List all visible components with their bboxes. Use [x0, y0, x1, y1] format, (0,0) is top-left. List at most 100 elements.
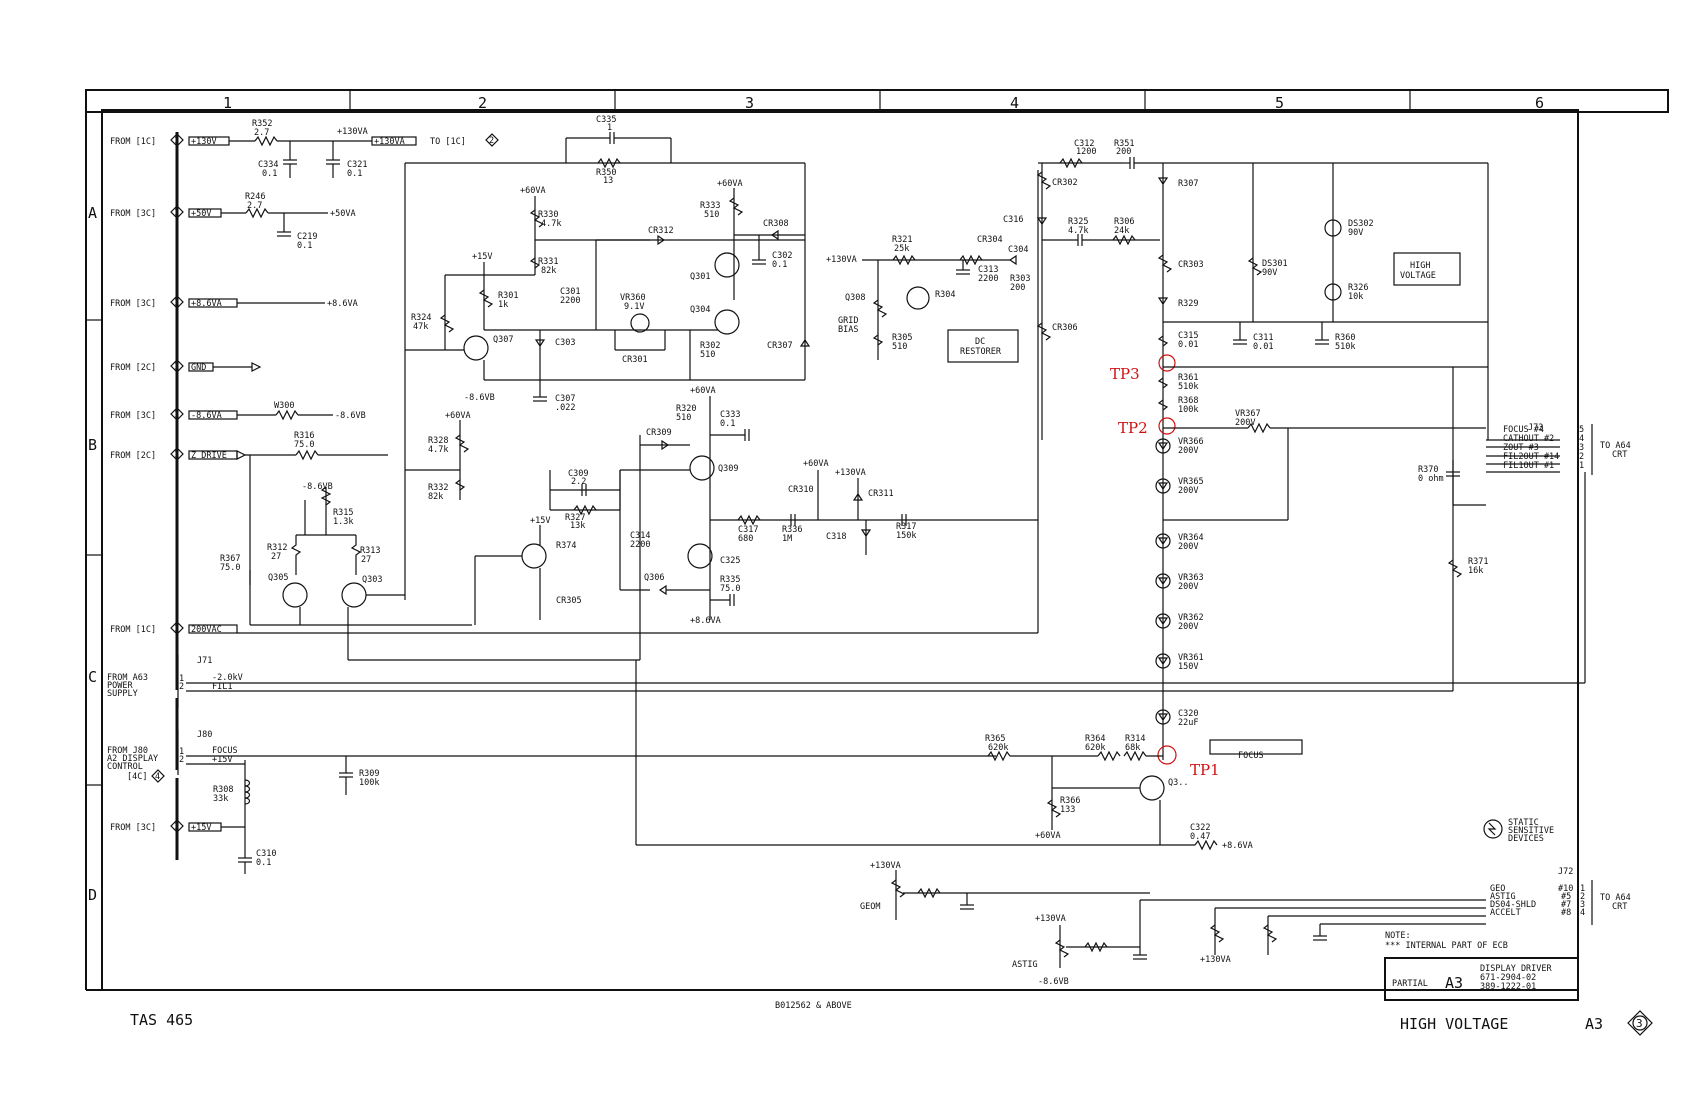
svg-text:+50VA: +50VA	[330, 209, 356, 219]
svg-text:FOCUS: FOCUS	[212, 746, 238, 756]
svg-text:-8.6VB: -8.6VB	[464, 393, 495, 403]
svg-text:Q306: Q306	[644, 573, 664, 583]
svg-text:671-2904-02: 671-2904-02	[1480, 973, 1536, 983]
svg-text:2.2: 2.2	[571, 477, 586, 487]
svg-text:Q303: Q303	[362, 575, 382, 585]
svg-text:R306: R306	[1114, 217, 1134, 227]
svg-text:R329: R329	[1178, 299, 1198, 309]
svg-text:FROM [1C]: FROM [1C]	[110, 137, 156, 147]
svg-text:2200: 2200	[978, 274, 998, 284]
svg-text:FOCUS #4: FOCUS #4	[1503, 425, 1544, 435]
note-text: *** INTERNAL PART OF ECB	[1385, 941, 1508, 951]
svg-text:DS04-SHLD: DS04-SHLD	[1490, 900, 1536, 910]
svg-text:-8.6VB: -8.6VB	[302, 482, 333, 492]
svg-text:16k: 16k	[1468, 566, 1483, 576]
svg-text:0.47: 0.47	[1190, 832, 1210, 842]
svg-text:A3: A3	[1445, 974, 1463, 992]
svg-text:CR306: CR306	[1052, 323, 1078, 333]
svg-text:CR304: CR304	[977, 235, 1003, 245]
svg-text:2200: 2200	[560, 296, 580, 306]
input-row-200vac: FROM [1C] 1 200VAC	[110, 170, 1039, 635]
svg-text:ASTIG: ASTIG	[1012, 960, 1038, 970]
svg-text:FIL2OUT #14: FIL2OUT #14	[1503, 452, 1559, 462]
svg-text:C301: C301	[560, 287, 580, 297]
svg-text:STATIC: STATIC	[1508, 818, 1539, 828]
zone-label-4: 4	[1010, 94, 1019, 112]
svg-text:200V: 200V	[1178, 582, 1198, 592]
cr302-stage: C312 1200 R351 200 CR302 C316 R325 4.7k …	[1003, 139, 1488, 440]
svg-text:Z DRIVE: Z DRIVE	[191, 451, 227, 461]
svg-text:R325: R325	[1068, 217, 1088, 227]
svg-text:POWER: POWER	[107, 681, 133, 691]
svg-text:TO A64: TO A64	[1600, 441, 1631, 451]
z-drive-amplifier: -8.6VB R315 1.3k R312 27 R313 27 Q305 Q3…	[220, 162, 805, 661]
svg-text:+60VA: +60VA	[445, 411, 471, 421]
svg-text:+60VA: +60VA	[803, 459, 829, 469]
svg-text:FROM [1C]: FROM [1C]	[110, 625, 156, 635]
row-label-a: A	[88, 204, 97, 222]
svg-text:C322: C322	[1190, 823, 1210, 833]
svg-text:C302: C302	[772, 251, 792, 261]
svg-text:W300: W300	[274, 401, 294, 411]
svg-text:Q309: Q309	[718, 464, 738, 474]
svg-text:GEO: GEO	[1490, 884, 1505, 894]
svg-text:150V: 150V	[1178, 662, 1198, 672]
svg-text:1: 1	[174, 208, 179, 218]
svg-text:FROM [3C]: FROM [3C]	[110, 299, 156, 309]
svg-text:C307: C307	[555, 394, 575, 404]
svg-text:R336: R336	[782, 525, 802, 535]
svg-text:2: 2	[1579, 452, 1584, 462]
svg-text:J80: J80	[197, 730, 212, 740]
svg-text:+15V: +15V	[191, 823, 211, 833]
svg-text:DC: DC	[975, 337, 985, 347]
svg-text:150k: 150k	[896, 531, 916, 541]
svg-text:R313: R313	[360, 546, 380, 556]
svg-text:Q301: Q301	[690, 272, 710, 282]
svg-text:2: 2	[489, 136, 494, 146]
svg-text:R361: R361	[1178, 373, 1198, 383]
svg-text:FOCUS: FOCUS	[1238, 751, 1264, 761]
svg-text:510: 510	[892, 342, 907, 352]
svg-text:VR364: VR364	[1178, 533, 1204, 543]
svg-text:1: 1	[174, 298, 179, 308]
svg-text:75.0: 75.0	[294, 440, 314, 450]
row-label-b: B	[88, 436, 97, 454]
svg-text:R312: R312	[267, 543, 287, 553]
svg-text:FIL1: FIL1	[212, 682, 232, 692]
zone-label-1: 1	[223, 94, 232, 112]
svg-text:1: 1	[174, 410, 179, 420]
svg-text:GEOM: GEOM	[860, 902, 880, 912]
svg-text:CR305: CR305	[556, 596, 582, 606]
footer-title: HIGH VOLTAGE	[1400, 1015, 1508, 1033]
svg-text:R307: R307	[1178, 179, 1198, 189]
svg-text:133: 133	[1060, 805, 1075, 815]
svg-text:4: 4	[1579, 434, 1584, 444]
svg-text:0.1: 0.1	[347, 169, 362, 179]
svg-text:2: 2	[179, 682, 184, 692]
svg-text:+130VA: +130VA	[1035, 914, 1066, 924]
svg-text:R314: R314	[1125, 734, 1145, 744]
svg-text:33k: 33k	[213, 794, 228, 804]
svg-text:1: 1	[174, 450, 179, 460]
svg-text:DS302: DS302	[1348, 219, 1374, 229]
svg-text:#8: #8	[1561, 908, 1571, 918]
svg-text:R364: R364	[1085, 734, 1105, 744]
svg-text:SENSITIVE: SENSITIVE	[1508, 826, 1554, 836]
svg-text:+50V: +50V	[191, 209, 211, 219]
svg-text:200V: 200V	[1178, 622, 1198, 632]
svg-text:510k: 510k	[1335, 342, 1355, 352]
svg-text:CR301: CR301	[622, 355, 648, 365]
svg-text:VOLTAGE: VOLTAGE	[1400, 271, 1436, 281]
svg-text:+15V: +15V	[530, 516, 550, 526]
svg-text:C316: C316	[1003, 215, 1023, 225]
svg-text:R330: R330	[538, 210, 558, 220]
svg-text:+8.6VA: +8.6VA	[191, 299, 222, 309]
c335-r350: C335 1 R350 13	[565, 115, 672, 186]
input-row-86va: FROM [3C] 1 +8.6VA +8.6VA	[110, 295, 358, 309]
svg-text:VR366: VR366	[1178, 437, 1204, 447]
svg-text:+130V: +130V	[191, 137, 217, 147]
svg-text:[4C]: [4C]	[127, 772, 147, 782]
svg-text:#7: #7	[1561, 900, 1571, 910]
svg-text:1: 1	[1579, 461, 1584, 471]
